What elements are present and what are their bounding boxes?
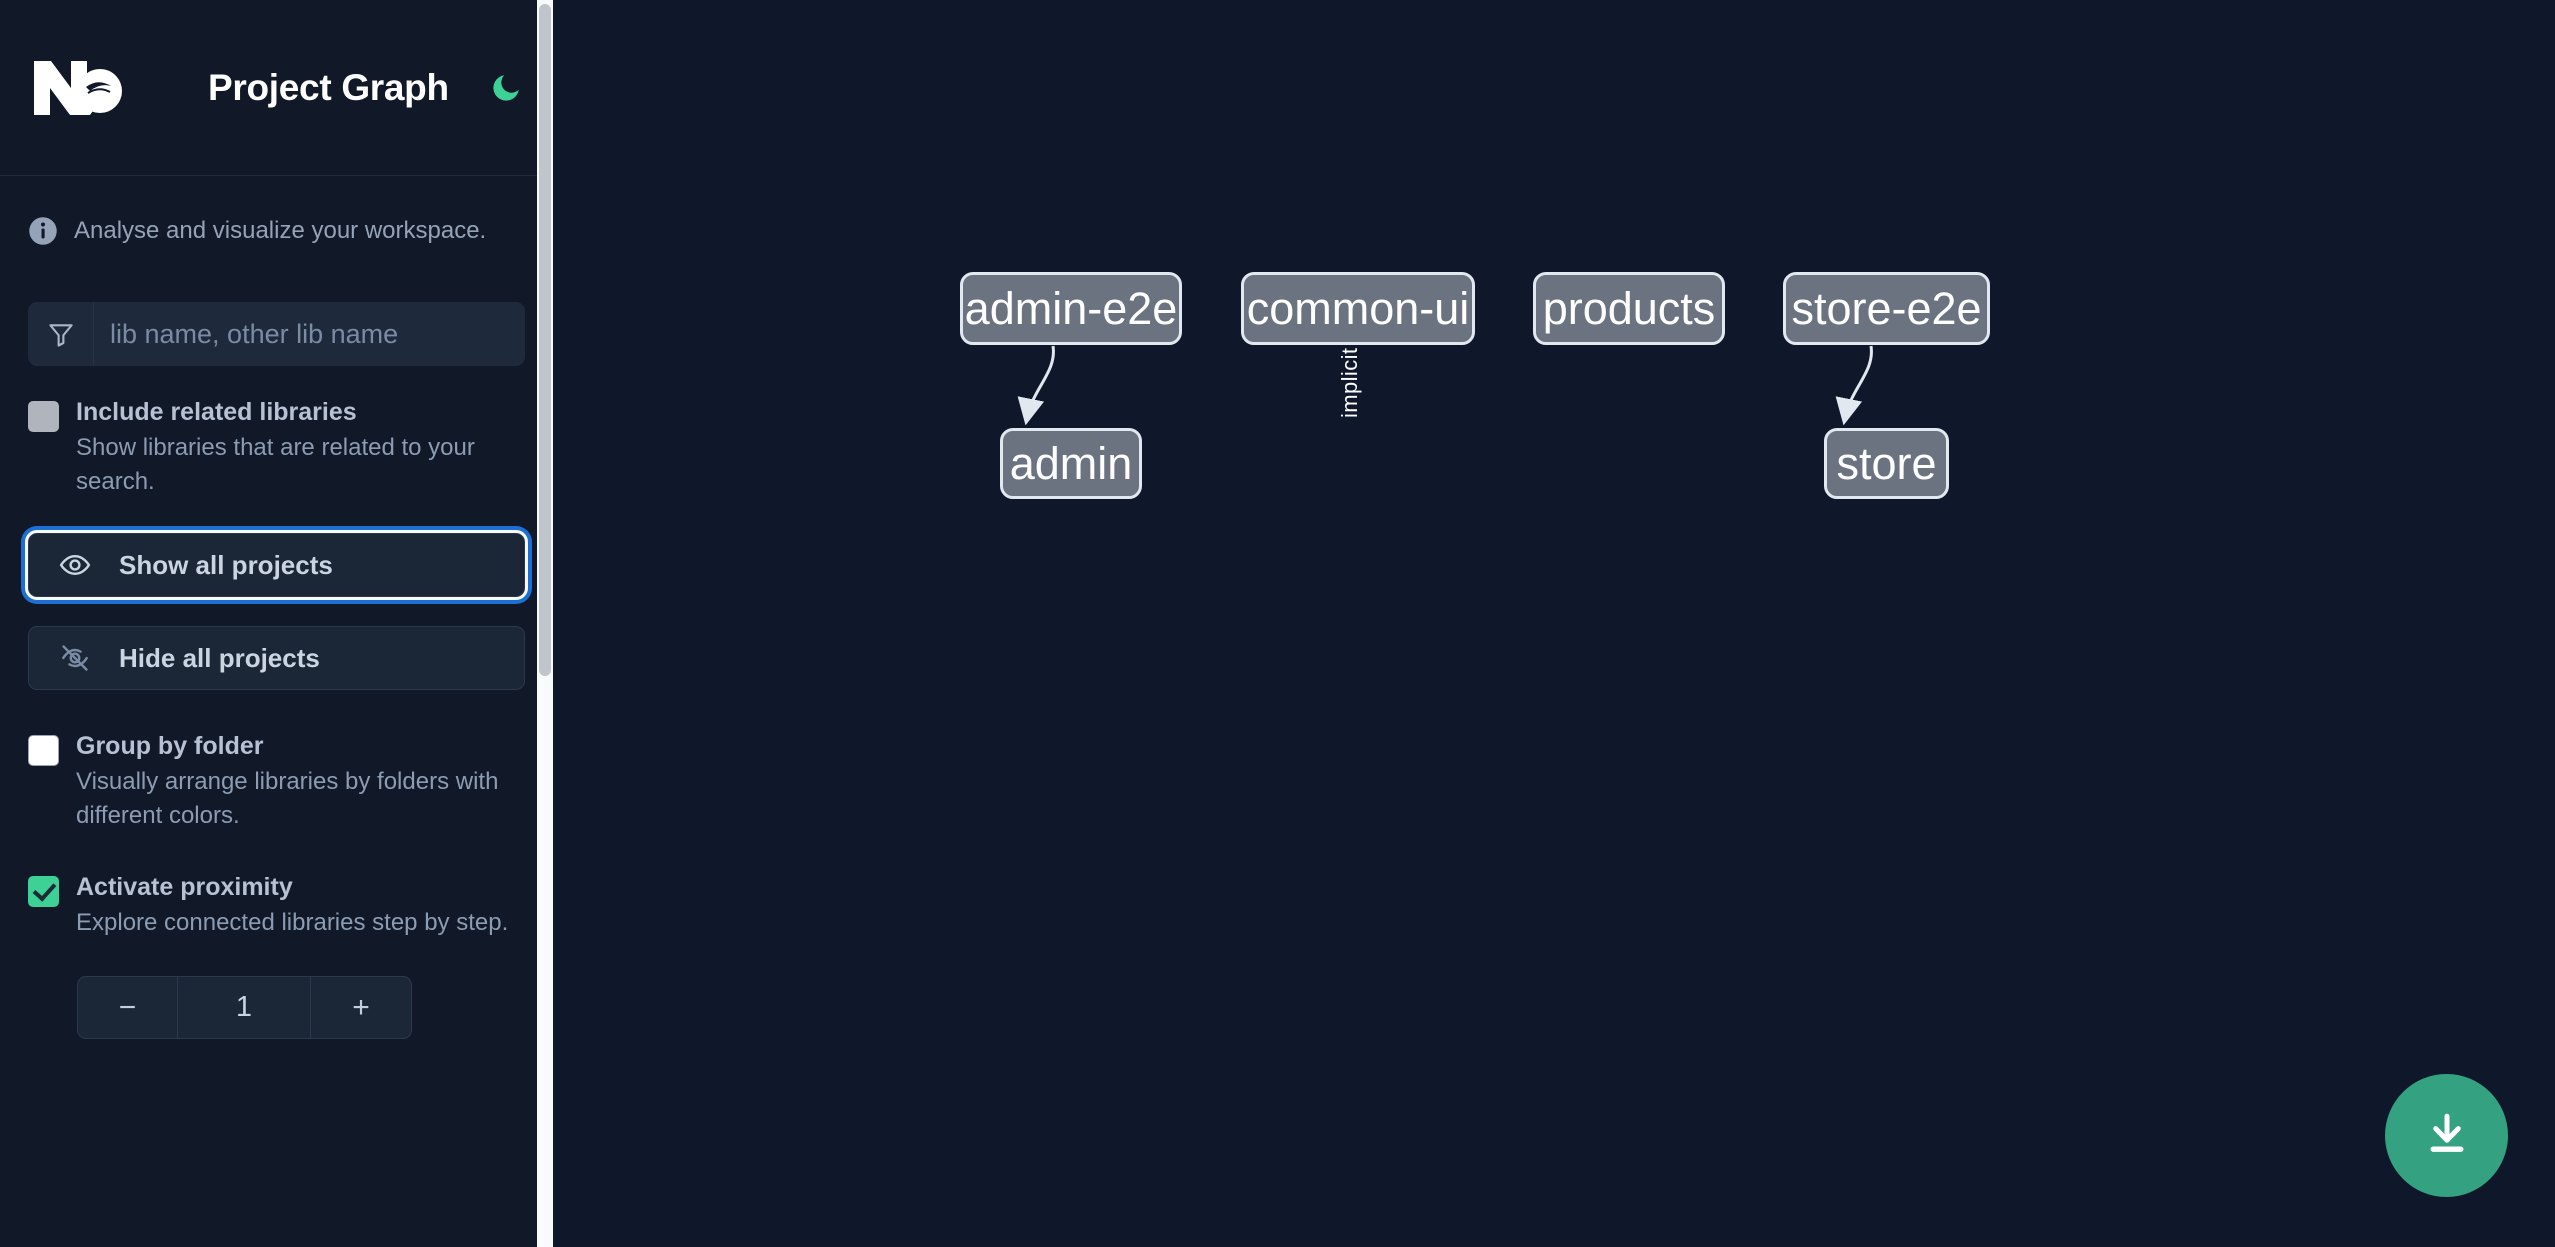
tagline-text: Analyse and visualize your workspace. (74, 217, 487, 244)
group-by-folder-label: Group by folder (76, 732, 264, 761)
funnel-icon (28, 302, 94, 366)
option-activate-proximity[interactable]: Activate proximity Explore connected lib… (28, 871, 525, 940)
activate-proximity-checkbox[interactable] (28, 876, 59, 908)
include-related-libraries-checkbox[interactable] (28, 401, 59, 432)
proximity-stepper[interactable]: − 1 + (77, 976, 412, 1040)
activate-proximity-description: Explore connected libraries step by step… (76, 909, 509, 937)
nx-logo-icon (28, 57, 130, 119)
include-related-libraries-description: Show libraries that are related to your … (76, 434, 475, 496)
moon-icon[interactable] (485, 67, 527, 109)
info-icon (28, 216, 58, 246)
page-title: Project Graph (208, 66, 449, 108)
sidebar-body: Include related libraries Show libraries… (0, 302, 553, 1040)
graph-node-common-ui[interactable]: common-ui (1241, 272, 1475, 345)
proximity-increment-button[interactable]: + (352, 990, 370, 1024)
group-by-folder-description: Visually arrange libraries by folders wi… (76, 768, 499, 830)
graph-edges (1017, 345, 1873, 426)
graph-node-products[interactable]: products (1533, 272, 1725, 345)
include-related-libraries-label: Include related libraries (76, 398, 357, 426)
filter-search-box[interactable] (28, 302, 525, 366)
option-group-by-folder[interactable]: Group by folder Visually arrange librari… (28, 730, 525, 833)
hide-all-projects-button[interactable]: Hide all projects (28, 626, 525, 691)
proximity-decrement-button[interactable]: − (78, 977, 178, 1039)
tagline: Analyse and visualize your workspace. (0, 176, 553, 286)
eye-off-icon (59, 642, 97, 674)
sidebar-scrollbar-thumb[interactable] (539, 4, 551, 676)
sidebar: Project Graph Analyse and visualize your… (0, 0, 553, 1247)
show-all-projects-button[interactable]: Show all projects (25, 530, 528, 601)
visibility-button-group: Show all projects Hide all projects (25, 530, 528, 691)
sidebar-scrollbar[interactable] (537, 0, 553, 1247)
eye-icon (59, 549, 97, 581)
graph-node-admin-e2e[interactable]: admin-e2e (960, 272, 1182, 345)
edge-label-admin-implicit: implicit (1337, 347, 1362, 418)
download-image-button[interactable] (2385, 1074, 2508, 1197)
graph-canvas[interactable]: implicit implicit admin-e2e common-ui pr… (553, 0, 2555, 1247)
show-all-projects-label: Show all projects (119, 549, 333, 580)
search-input[interactable] (94, 302, 525, 366)
hide-all-projects-label: Hide all projects (119, 642, 320, 673)
graph-node-admin[interactable]: admin (1000, 428, 1142, 499)
graph-node-store-e2e[interactable]: store-e2e (1783, 272, 1990, 345)
group-by-folder-checkbox[interactable] (28, 735, 59, 767)
proximity-value: 1 (178, 977, 311, 1039)
activate-proximity-label: Activate proximity (76, 873, 293, 902)
option-include-related-libraries[interactable]: Include related libraries Show libraries… (28, 396, 525, 499)
graph-node-store[interactable]: store (1824, 428, 1949, 499)
sidebar-header: Project Graph (0, 0, 553, 176)
download-icon (2422, 1109, 2472, 1162)
